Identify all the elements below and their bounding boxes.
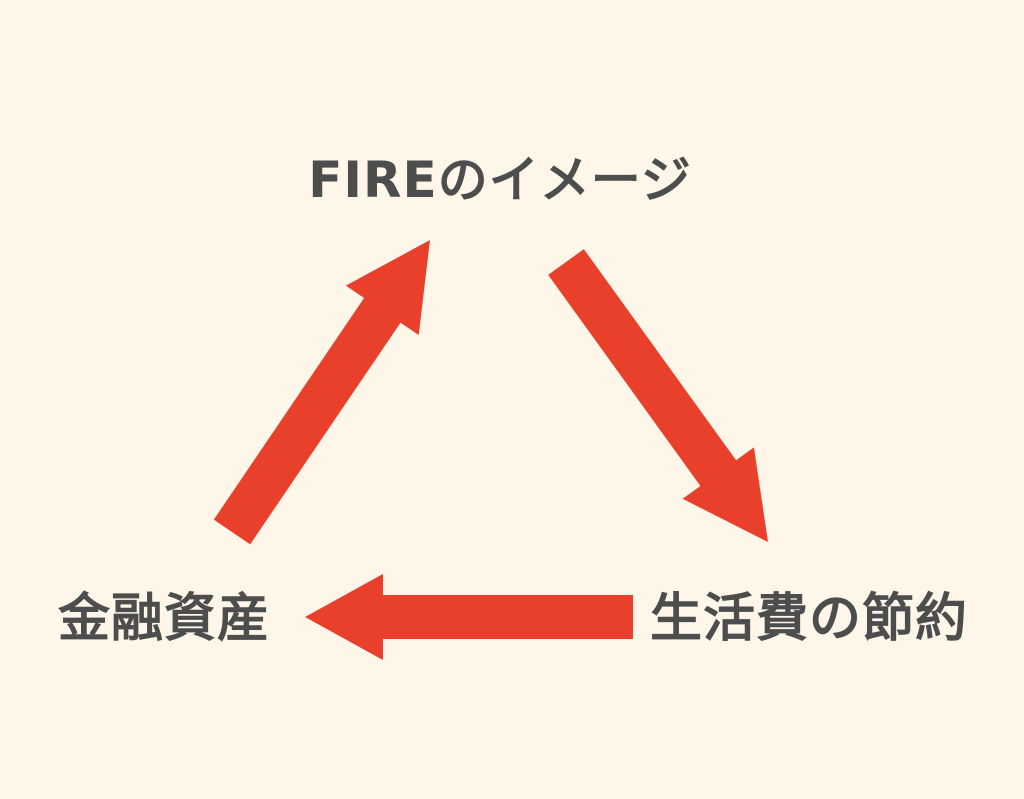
- arrow-savings-to-assets: [305, 574, 633, 660]
- arrow-assets-to-fire: [213, 240, 430, 545]
- node-living-cost-savings: 生活費の節約: [650, 589, 969, 649]
- arrow-fire-to-savings: [548, 249, 768, 542]
- node-financial-assets: 金融資産: [58, 589, 271, 649]
- node-fire-image: FIREのイメージ: [308, 151, 692, 209]
